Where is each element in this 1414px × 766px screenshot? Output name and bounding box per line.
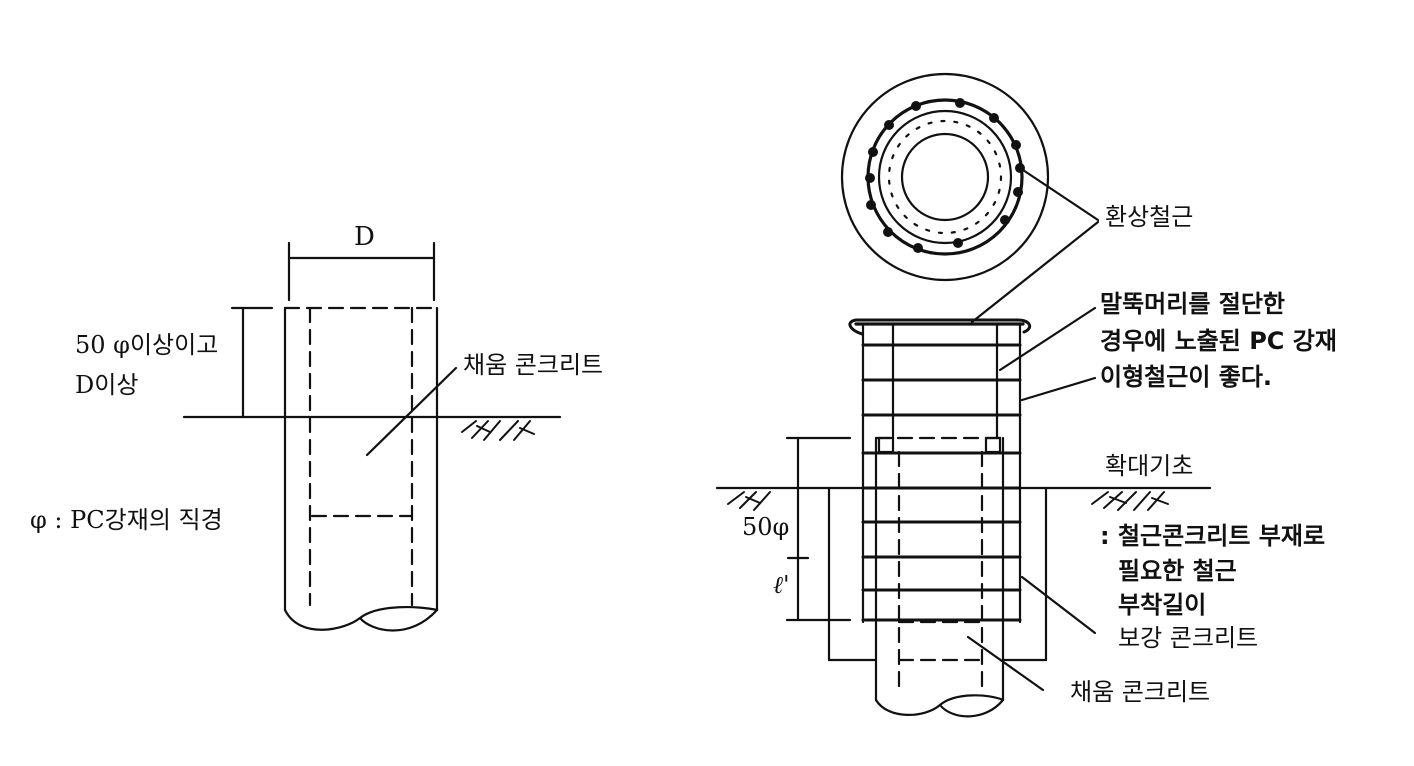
legend-label-line1: : 철근콘크리트 부재로 xyxy=(1100,522,1326,550)
leader-deformed-bar xyxy=(1020,376,1097,402)
note-label-line1: 말뚝머리를 절단한 xyxy=(1100,290,1285,318)
leader-reinforce-concrete xyxy=(1020,575,1097,635)
left-pile-figure xyxy=(182,241,562,632)
pile-break-line-2 xyxy=(938,698,1005,718)
dim-50phi-label: 50φ xyxy=(742,513,790,541)
legend-label-line3: 부착길이 xyxy=(1118,591,1207,619)
ground-hatch-left xyxy=(461,420,535,441)
dim-width-label: D xyxy=(354,222,375,252)
note-label-line2: 경우에 노출된 PC 강재 xyxy=(1100,327,1337,355)
pile-break-line-2 xyxy=(358,608,439,632)
ground-hatch-left xyxy=(727,491,771,511)
leader-ring-plan xyxy=(1018,166,1100,222)
fill-concrete-label-left: 채움 콘크리트 xyxy=(463,351,604,379)
leader-fill-concrete xyxy=(966,635,1045,692)
leader-fill-concrete xyxy=(365,366,458,457)
ring-rebar-label: 환상철근 xyxy=(1105,203,1194,231)
note-label-line3: 이형철근이 좋다. xyxy=(1100,363,1273,391)
legend-label-line2: 필요한 철근 xyxy=(1118,557,1237,585)
phi-definition-label: φ : PC강재의 직경 xyxy=(30,506,223,534)
plan-rebar-dots xyxy=(865,98,1025,253)
leader-ring-elev xyxy=(970,220,1100,324)
ground-hatch-right xyxy=(1091,491,1169,511)
cage-top-hook xyxy=(848,318,1032,336)
strand-stub-right xyxy=(984,436,1002,454)
footing-label: 확대기초 xyxy=(1105,452,1194,480)
strand-stub-left xyxy=(877,436,895,454)
plan-pile-wall-circle xyxy=(877,109,1013,245)
dim-height-label-line2: D이상 xyxy=(75,371,139,399)
plan-outer-circle xyxy=(840,72,1050,282)
cage-hoops xyxy=(861,343,1022,622)
right-pile-figure xyxy=(715,72,1212,718)
dim-l-label: ℓ' xyxy=(773,571,790,599)
plan-dotted-circle xyxy=(887,119,1003,235)
plan-hollow-circle xyxy=(900,132,990,222)
dim-height-label-line1: 50 φ이상이고 xyxy=(75,331,219,359)
legend-label-line4: 보강 콘크리트 xyxy=(1118,624,1259,652)
leader-pc-strand xyxy=(998,306,1097,372)
fill-concrete-label-right: 채움 콘크리트 xyxy=(1070,678,1211,706)
